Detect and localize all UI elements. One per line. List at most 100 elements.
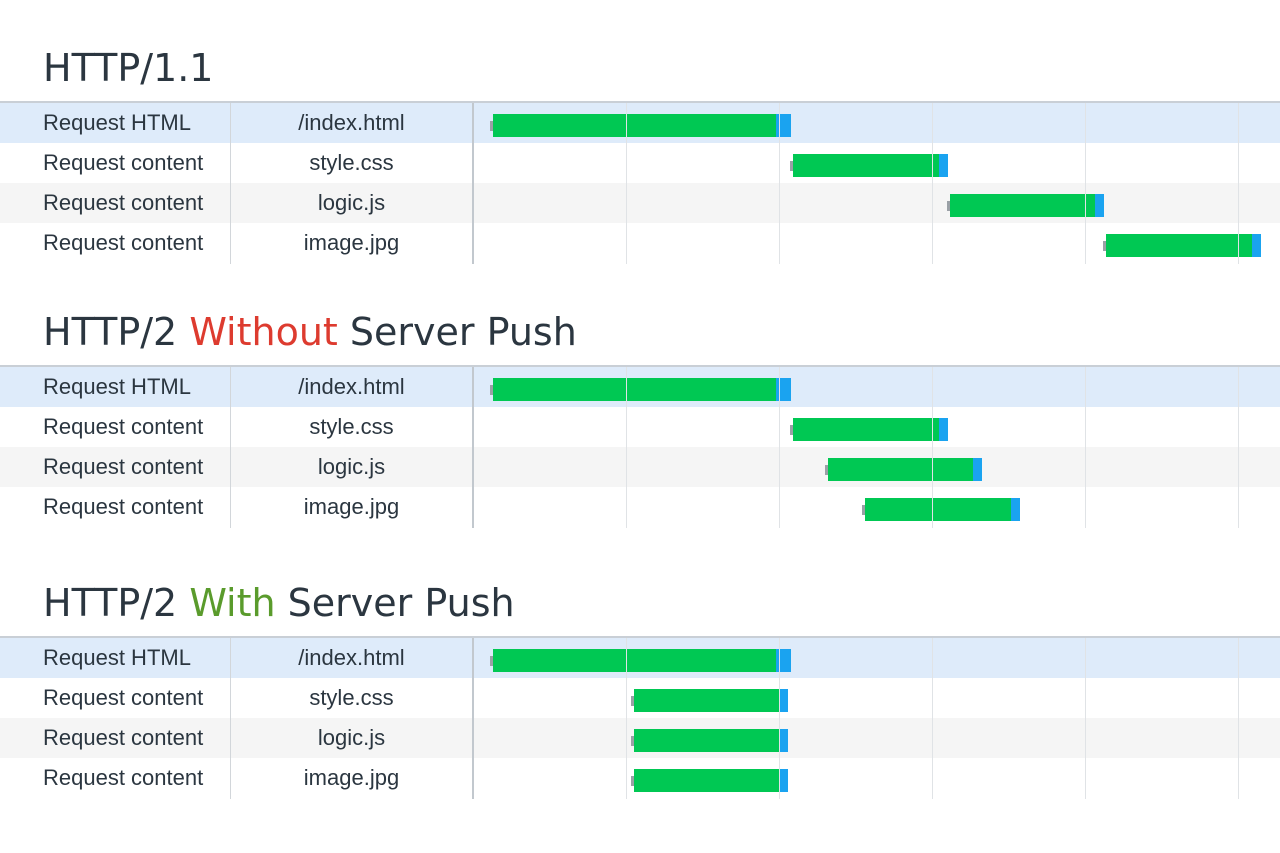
- section-title-part: HTTP/2: [43, 310, 190, 354]
- section-title-part: HTTP/2: [43, 581, 190, 625]
- timeline-grid-line: [1238, 103, 1239, 264]
- timeline-divider: [472, 367, 474, 528]
- wait-marker: [790, 161, 794, 171]
- request-type-label: Request content: [43, 190, 204, 215]
- wait-marker: [490, 656, 493, 666]
- request-type-label: Request HTML: [43, 374, 191, 399]
- table-top-rule: [0, 365, 1280, 367]
- timeline-grid-line: [932, 638, 933, 799]
- column-divider: [230, 103, 231, 264]
- timeline-grid-line: [626, 367, 627, 528]
- table-row: Request content style.css: [0, 407, 1280, 447]
- timeline-divider: [472, 638, 474, 799]
- wait-marker: [490, 121, 493, 131]
- receive-bar: [938, 418, 948, 441]
- wait-marker: [630, 776, 634, 786]
- timeline-grid-line: [779, 367, 780, 528]
- wait-marker: [946, 201, 950, 211]
- table-row: Request content image.jpg: [0, 223, 1280, 263]
- table-row: Request content style.css: [0, 678, 1280, 718]
- download-bar: [493, 649, 776, 672]
- section-title-part: With: [189, 581, 276, 625]
- section-title: HTTP/1.1: [43, 45, 213, 91]
- download-bar: [493, 114, 776, 137]
- request-file-name: logic.js: [317, 725, 386, 750]
- section-title-part: HTTP/1.1: [43, 46, 214, 90]
- table-row: Request HTML/index.html: [0, 638, 1280, 678]
- table-top-rule: [0, 101, 1280, 103]
- request-file-name: image.jpg: [303, 765, 400, 790]
- request-type-label: Request content: [43, 454, 204, 479]
- wait-marker: [790, 425, 794, 435]
- wait-marker: [490, 385, 493, 395]
- download-bar: [1106, 234, 1252, 257]
- table-row: Request HTML/index.html: [0, 367, 1280, 407]
- timeline-grid-line: [779, 103, 780, 264]
- table-row: Request content style.css: [0, 143, 1280, 183]
- download-bar: [493, 378, 776, 401]
- request-file-name: image.jpg: [303, 230, 400, 255]
- wait-marker: [862, 505, 866, 515]
- timeline-grid-line: [1085, 103, 1086, 264]
- receive-bar: [778, 689, 789, 712]
- receive-bar: [1010, 498, 1020, 521]
- download-bar: [793, 418, 939, 441]
- table-row: Request HTML/index.html: [0, 103, 1280, 143]
- column-divider: [230, 638, 231, 799]
- download-bar: [633, 729, 779, 752]
- request-file-name: logic.js: [317, 454, 386, 479]
- timeline-grid-line: [779, 638, 780, 799]
- request-type-label: Request content: [43, 725, 204, 750]
- download-bar: [949, 194, 1096, 217]
- table-row: Request content logic.js: [0, 718, 1280, 758]
- timeline-grid-line: [932, 103, 933, 264]
- receive-bar: [1251, 234, 1261, 257]
- request-type-label: Request content: [43, 494, 204, 519]
- request-file-name: image.jpg: [303, 494, 400, 519]
- section-title-part: Without: [189, 310, 338, 354]
- wait-marker: [630, 736, 634, 746]
- request-file-name: style.css: [309, 150, 394, 175]
- timeline-grid-line: [1238, 638, 1239, 799]
- timeline-grid-line: [1085, 367, 1086, 528]
- request-type-label: Request HTML: [43, 110, 191, 135]
- receive-bar: [938, 154, 948, 177]
- section-title: HTTP/2 With Server Push: [43, 580, 515, 626]
- table-row: Request content logic.js: [0, 447, 1280, 487]
- wait-marker: [824, 465, 828, 475]
- download-bar: [827, 458, 974, 481]
- section-title-part: Server Push: [337, 310, 577, 354]
- request-type-label: Request HTML: [43, 645, 191, 670]
- receive-bar: [973, 458, 983, 481]
- request-file-name: style.css: [309, 685, 394, 710]
- request-file-name: logic.js: [317, 190, 386, 215]
- section-title: HTTP/2 Without Server Push: [43, 309, 577, 355]
- timeline-grid-line: [932, 367, 933, 528]
- timeline-grid-line: [1085, 638, 1086, 799]
- receive-bar: [1095, 194, 1105, 217]
- section-title-part: Server Push: [275, 581, 515, 625]
- request-type-label: Request content: [43, 414, 204, 439]
- timeline-grid-line: [1238, 367, 1239, 528]
- timeline-grid-line: [626, 638, 627, 799]
- timeline-divider: [472, 103, 474, 264]
- table-row: Request content image.jpg: [0, 487, 1280, 527]
- table-row: Request content logic.js: [0, 183, 1280, 223]
- request-type-label: Request content: [43, 685, 204, 710]
- request-file-name: style.css: [309, 414, 394, 439]
- download-bar: [865, 498, 1011, 521]
- column-divider: [230, 367, 231, 528]
- request-file-name: /index.html: [298, 110, 405, 135]
- table-top-rule: [0, 636, 1280, 638]
- timeline-grid-line: [626, 103, 627, 264]
- request-type-label: Request content: [43, 150, 204, 175]
- download-bar: [633, 689, 779, 712]
- wait-marker: [1103, 241, 1107, 251]
- wait-marker: [630, 696, 634, 706]
- request-file-name: /index.html: [298, 645, 405, 670]
- request-type-label: Request content: [43, 230, 204, 255]
